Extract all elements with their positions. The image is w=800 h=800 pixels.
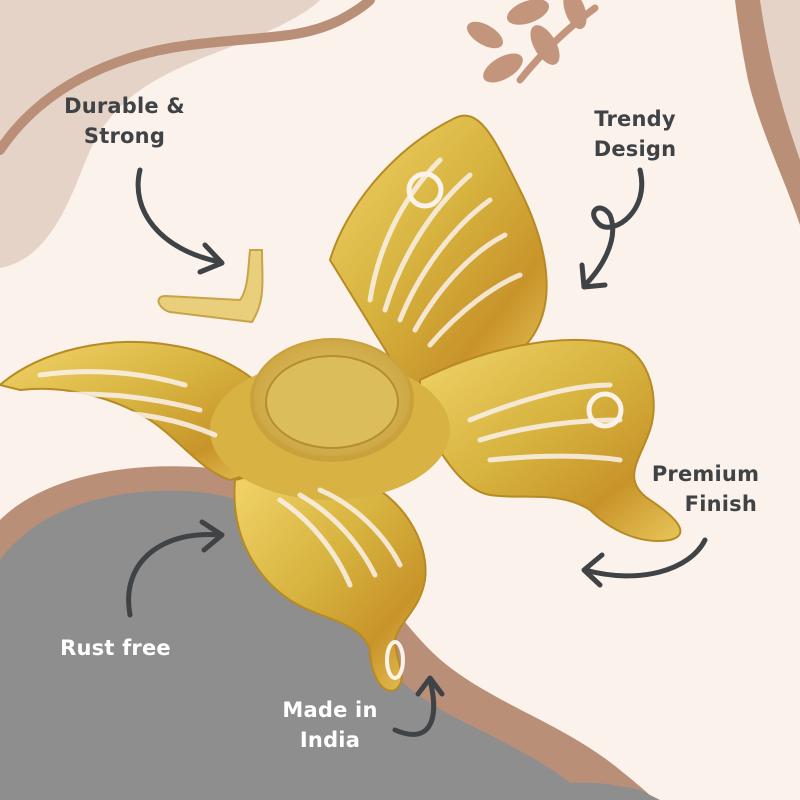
callout-trendy-line2: Design (593, 137, 677, 161)
callout-premium-line1: Premium (651, 462, 760, 486)
callout-made-in-line2: India (299, 728, 361, 752)
beige-top-left-blob (0, 0, 320, 268)
callout-rust-line1: Rust free (60, 636, 171, 660)
callout-durable-line1: Durable & (64, 94, 185, 118)
callout-premium: Premium Finish (648, 459, 763, 519)
callout-durable-line2: Strong (83, 124, 166, 148)
premium-arrow (582, 537, 708, 579)
trendy-arrow (582, 167, 645, 288)
callout-rust: Rust free (48, 633, 183, 663)
made-in-arrow (392, 677, 437, 737)
callout-premium-line2: Finish (684, 492, 757, 516)
durable-arrow (135, 167, 223, 265)
callout-trendy-line1: Trendy (594, 107, 676, 131)
callout-made-in-line1: Made in (282, 698, 378, 722)
callout-trendy: Trendy Design (575, 104, 695, 164)
grey-bottom-blob (0, 490, 590, 800)
butterfly-tealight-holder-icon (0, 114, 682, 692)
brown-swoosh-line (0, 0, 375, 155)
callout-made-in: Made in India (270, 695, 390, 755)
callout-durable: Durable & Strong (52, 91, 197, 151)
rust-arrow (126, 531, 223, 618)
leaf-branch-icon (466, 0, 599, 84)
